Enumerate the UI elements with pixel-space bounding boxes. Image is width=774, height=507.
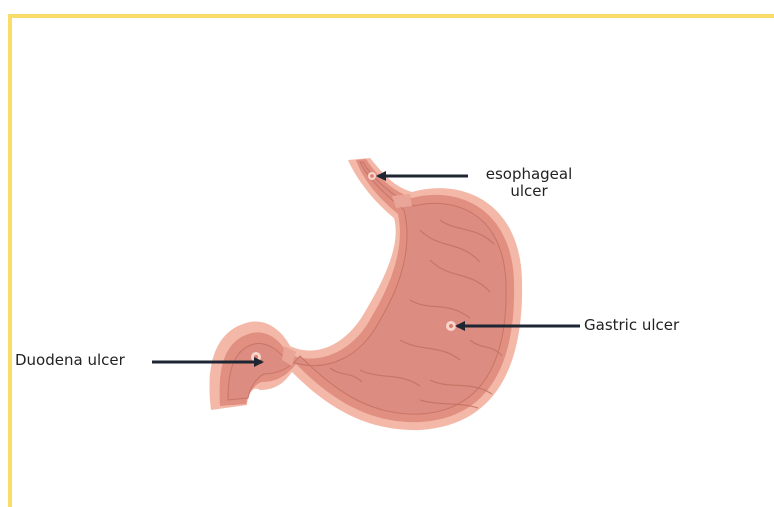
esophageal-ulcer-spot — [368, 172, 376, 180]
duodena-ulcer-label: Duodena ulcer — [15, 352, 125, 369]
esophageal-ulcer-label-line2: ulcer — [460, 183, 598, 200]
gastric-ulcer-spot — [446, 321, 456, 331]
gastric-ulcer-label: Gastric ulcer — [584, 317, 679, 334]
esophageal-ulcer-label: esophageal ulcer — [460, 166, 598, 200]
esophageal-ulcer-label-line1: esophageal — [460, 166, 598, 183]
